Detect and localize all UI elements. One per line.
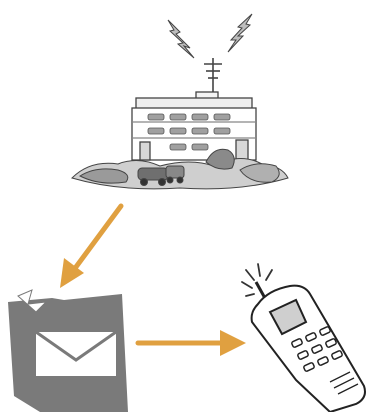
- signal-burst-icon: [242, 264, 272, 296]
- phone-node: [242, 264, 365, 412]
- lightning-icon: [168, 14, 252, 58]
- envelope-icon: [8, 290, 128, 412]
- arrow-station-to-message: [60, 206, 121, 288]
- arrow-message-to-phone: [138, 330, 246, 356]
- mobile-phone-icon: [252, 282, 365, 412]
- building-icon: [132, 92, 256, 160]
- message-node: [8, 290, 128, 412]
- station-node: [72, 14, 288, 189]
- antenna-icon: [204, 58, 222, 96]
